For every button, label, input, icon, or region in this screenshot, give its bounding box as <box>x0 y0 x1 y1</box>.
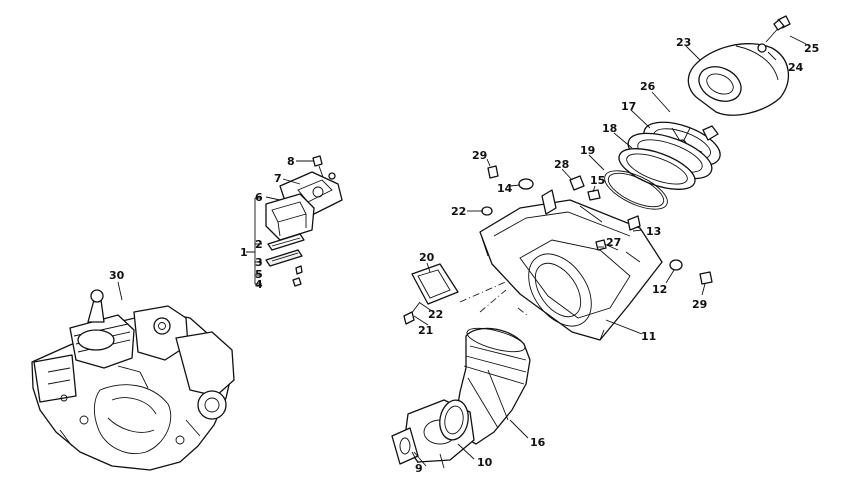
callout-18: 18 <box>602 122 617 135</box>
callout-9: 9 <box>415 462 423 475</box>
small-hardware <box>403 165 713 325</box>
callout-21: 21 <box>418 324 433 337</box>
callout-19: 19 <box>580 144 595 157</box>
callout-2: 2 <box>255 238 263 251</box>
callout-26: 26 <box>640 80 656 93</box>
callout-22-left: 22 <box>451 205 466 218</box>
callout-6: 6 <box>255 191 263 204</box>
callout-28: 28 <box>554 158 569 171</box>
engine-assembly <box>31 289 235 471</box>
callout-22-lower: 22 <box>428 308 443 321</box>
callout-3: 3 <box>255 256 263 269</box>
callout-14: 14 <box>497 182 513 195</box>
callout-29-top: 29 <box>472 149 487 162</box>
callout-29-right: 29 <box>692 298 707 311</box>
callout-24: 24 <box>788 61 804 74</box>
callout-10: 10 <box>477 456 493 469</box>
air-box-cover <box>687 15 791 116</box>
air-box-housing <box>479 189 663 341</box>
callout-20: 20 <box>419 251 435 264</box>
callout-11: 11 <box>641 330 656 343</box>
callout-5: 5 <box>255 268 263 281</box>
callout-4: 4 <box>255 278 263 291</box>
callout-13: 13 <box>646 225 661 238</box>
callout-27: 27 <box>606 236 621 249</box>
callout-8: 8 <box>287 155 295 168</box>
callout-7: 7 <box>274 172 282 185</box>
callout-12: 12 <box>652 283 667 296</box>
callout-30: 30 <box>109 269 125 282</box>
callout-17: 17 <box>621 100 636 113</box>
callout-16: 16 <box>530 436 546 449</box>
carburetor-flange <box>391 399 475 469</box>
callout-23: 23 <box>676 36 691 49</box>
air-filter-cage <box>604 121 721 210</box>
callout-15: 15 <box>590 174 605 187</box>
callout-25: 25 <box>804 42 819 55</box>
callout-1: 1 <box>240 246 248 259</box>
